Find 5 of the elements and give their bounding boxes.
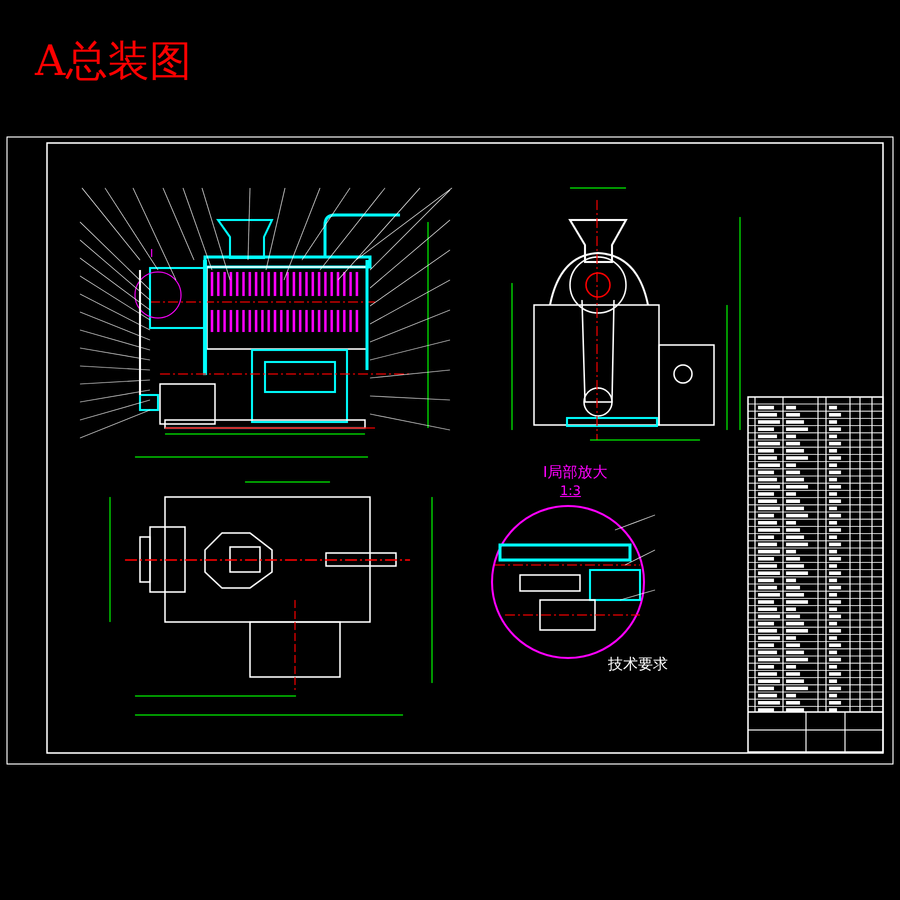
scale-label: 1:3: [560, 485, 581, 498]
drawing-title: A总装图: [35, 40, 192, 82]
detail-marker: I: [150, 248, 154, 259]
detail-view-title: I局部放大: [543, 465, 608, 480]
technical-requirements-heading: 技术要求: [608, 657, 668, 672]
